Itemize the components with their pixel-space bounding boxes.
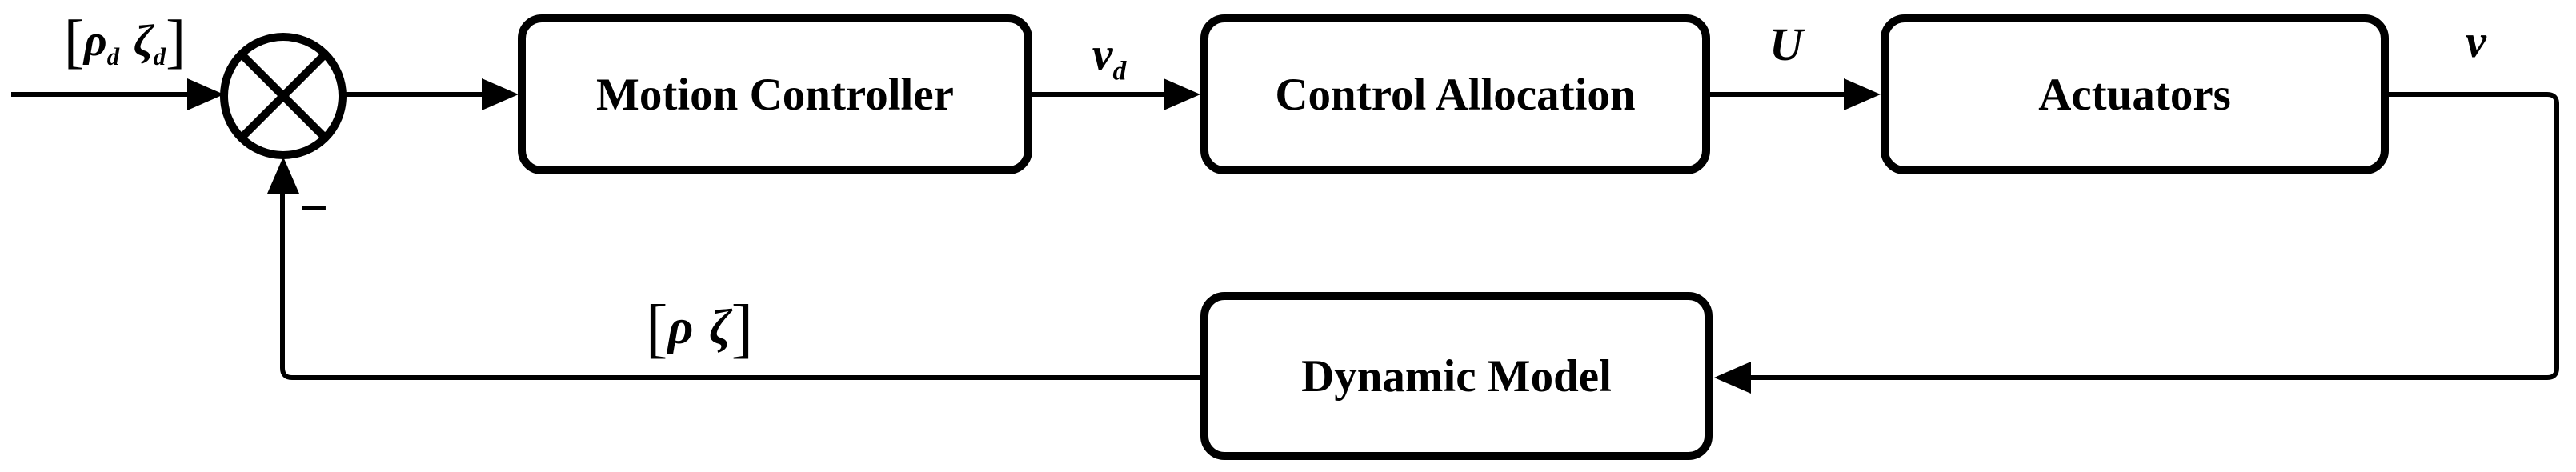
rho-zeta-wire	[280, 192, 1200, 380]
close-bracket: ]	[166, 8, 186, 75]
signal-label-v: v	[2466, 18, 2486, 65]
open-bracket: [	[63, 8, 84, 75]
u-main: U	[1769, 18, 1803, 70]
v-main: v	[2466, 15, 2486, 67]
block-actuators: Actuators	[1881, 14, 2389, 174]
block-motion-controller: Motion Controller	[518, 14, 1032, 174]
close-bracket: ]	[731, 290, 754, 365]
arrow-head-icon	[1844, 78, 1881, 110]
zeta-desired-subscript: d	[153, 43, 166, 71]
signal-label-vd: vd	[1092, 28, 1127, 85]
rho-desired-symbol: ρ	[83, 15, 107, 66]
arrow-head-icon	[267, 157, 299, 194]
open-bracket: [	[645, 290, 668, 365]
block-control-allocation: Control Allocation	[1200, 14, 1710, 174]
arrow-head-icon	[482, 78, 519, 110]
arrow-head-icon	[187, 78, 224, 110]
block-label-control-allocation: Control Allocation	[1275, 69, 1636, 120]
block-dynamic-model: Dynamic Model	[1200, 292, 1713, 460]
vd-main: v	[1092, 28, 1113, 80]
block-label-motion-controller: Motion Controller	[596, 69, 954, 120]
arrow-head-icon	[1164, 78, 1200, 110]
vd-subscript: d	[1112, 56, 1127, 86]
zeta-symbol: ζ	[709, 300, 731, 355]
arrow-head-icon	[1714, 362, 1751, 394]
signal-label-u: U	[1769, 22, 1803, 68]
rho-symbol: ρ	[667, 300, 694, 355]
minus-sign: −	[298, 179, 329, 236]
block-label-actuators: Actuators	[2038, 69, 2231, 120]
v-feedback-wire	[1751, 92, 2559, 380]
block-label-dynamic-model: Dynamic Model	[1301, 350, 1612, 402]
summing-junction-icon	[220, 33, 347, 159]
rho-desired-subscript: d	[106, 43, 120, 71]
zeta-desired-symbol: ζ	[134, 15, 154, 66]
